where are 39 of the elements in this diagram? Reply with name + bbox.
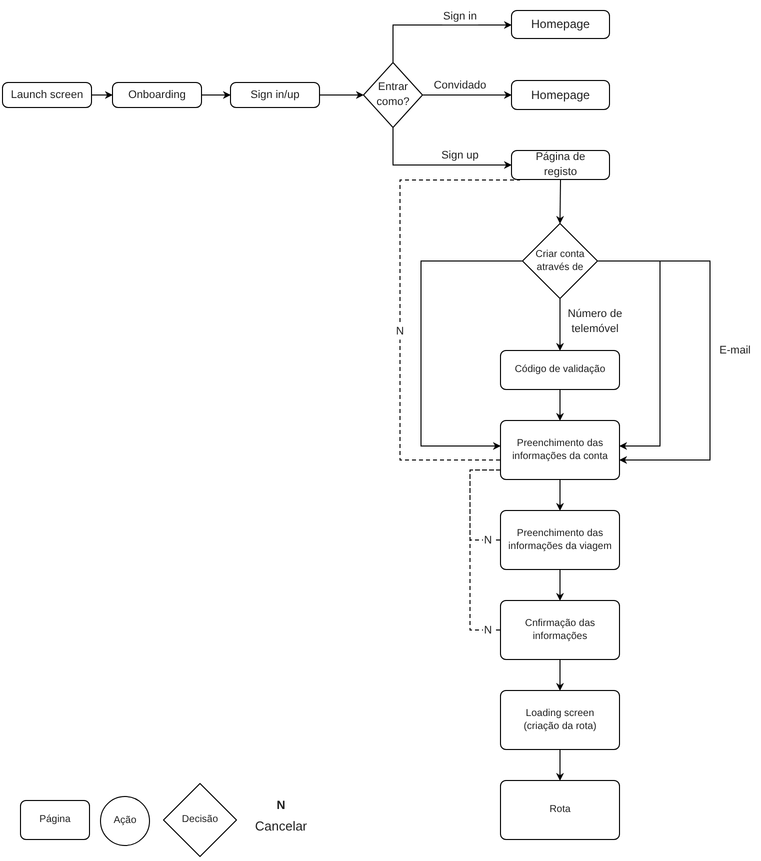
page-box: Página de registo <box>511 150 610 180</box>
arrow <box>392 128 512 169</box>
page-box: Homepage <box>511 80 610 110</box>
dashed-connector <box>470 470 500 540</box>
arrow <box>422 91 512 99</box>
action-circle: Ação <box>100 796 150 846</box>
page-box: Launch screen <box>2 82 92 108</box>
edge-label: N <box>395 324 405 340</box>
decision-diamond: Criar conta através de <box>522 223 598 299</box>
page-box: Código de validação <box>500 350 620 390</box>
arrow <box>556 750 564 781</box>
page-box: Homepage <box>511 10 610 39</box>
arrow <box>420 260 522 450</box>
arrow <box>320 91 364 99</box>
arrow <box>92 91 113 99</box>
page-box: Onboarding <box>112 82 202 108</box>
edge-label: Sign in <box>442 10 478 24</box>
page-box: Cnfirmação das informações <box>500 600 620 660</box>
legend-symbol: N <box>276 798 286 812</box>
dashed-connector <box>470 470 500 630</box>
decision-diamond: Decisão <box>163 783 237 857</box>
page-box: Loading screen (criação da rota) <box>500 690 620 750</box>
legend-text: Cancelar <box>254 818 308 834</box>
arrow <box>556 480 564 511</box>
page-box: Preenchimento das informações da conta <box>500 420 620 480</box>
page-box: Sign in/up <box>230 82 320 108</box>
arrow <box>556 390 564 421</box>
edge-label: Sign up <box>440 148 480 164</box>
arrow <box>556 298 564 351</box>
page-box: Página <box>20 800 90 840</box>
page-box: Preenchimento das informações da viagem <box>500 510 620 570</box>
dashed-connector <box>400 180 520 460</box>
arrow <box>202 91 231 99</box>
page-box: Rota <box>500 780 620 840</box>
arrow <box>392 21 512 62</box>
decision-diamond: Entrar como? <box>363 62 423 128</box>
arrow <box>556 570 564 601</box>
arrow <box>556 180 564 224</box>
arrow <box>556 660 564 691</box>
